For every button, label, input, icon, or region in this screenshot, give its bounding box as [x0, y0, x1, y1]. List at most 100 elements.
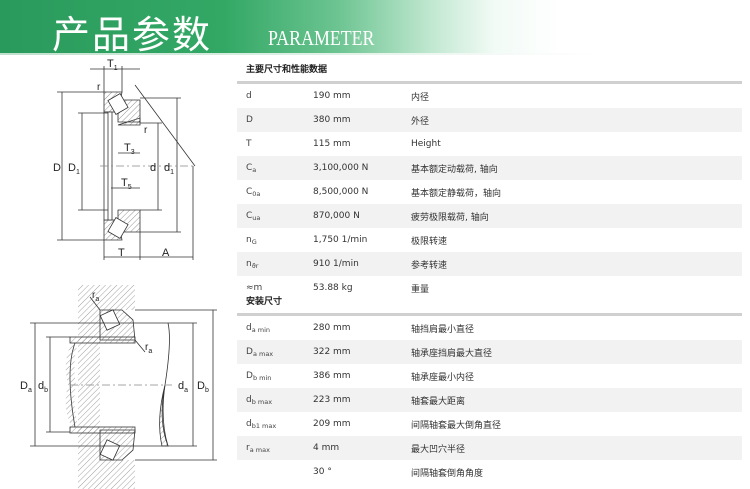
value: 8,500,000 N: [313, 187, 369, 197]
symbol: nϑr: [237, 259, 313, 270]
table-row: nϑr 910 1/min 参考转速: [237, 252, 742, 276]
value: 870,000 N: [313, 211, 360, 221]
symbol: C0a: [237, 187, 313, 198]
label-D: D: [53, 162, 61, 174]
symbol: Db min: [237, 371, 313, 382]
svg-text:D1: D1: [68, 162, 80, 176]
table-row: da min 280 mm 轴挡肩最小直径: [237, 316, 742, 340]
value: 322 mm: [313, 347, 351, 357]
svg-text:T3: T3: [124, 142, 135, 156]
page-title: 产品参数: [52, 13, 213, 57]
symbol: Ca: [237, 163, 313, 174]
label-Db: D: [197, 380, 205, 392]
label-ra: r: [145, 342, 149, 353]
label-T1-sub: 1: [114, 65, 118, 72]
value: 115 mm: [313, 139, 351, 149]
symbol-text: D: [246, 370, 253, 381]
label-ra: r: [92, 290, 96, 301]
bearing-dimension-drawing: D D1 d d1 T A T1 T3 T5 r r: [53, 58, 196, 260]
table-row: nG 1,750 1/min 极限转速: [237, 228, 742, 252]
section-title: 主要尺寸和性能数据: [246, 65, 328, 75]
table-row: T 115 mm Height: [237, 132, 742, 156]
symbol-subscript: a min: [251, 325, 271, 334]
symbol: Da max: [237, 347, 313, 358]
section-divider: [237, 313, 742, 316]
table-row: 30 ° 间隔轴套倒角角度: [237, 460, 742, 484]
symbol-subscript: G: [251, 237, 257, 246]
symbol-text: D: [246, 346, 253, 357]
symbol-text: C: [246, 210, 253, 221]
value: 386 mm: [313, 371, 351, 381]
svg-text:d1: d1: [164, 162, 174, 176]
label-D1-sub: 1: [76, 169, 80, 176]
label-T1: T: [107, 58, 114, 70]
value: 190 mm: [313, 91, 351, 101]
label-A: A: [162, 247, 170, 259]
symbol: da min: [237, 323, 313, 334]
symbol-text: d: [246, 90, 252, 101]
symbol-subscript: a max: [252, 349, 274, 358]
symbol-text: T: [246, 138, 252, 149]
symbol-text: n: [246, 234, 252, 245]
value: 209 mm: [313, 419, 351, 429]
value: 1,750 1/min: [313, 235, 368, 245]
symbol-subscript: 0a: [252, 189, 261, 198]
description: 轴套最大距离: [411, 396, 466, 407]
table-row: d 190 mm 内径: [237, 84, 742, 108]
label-Da-sub: a: [28, 387, 32, 394]
description: 轴承座挡肩最大直径: [411, 348, 493, 359]
label-T5-sub: 5: [128, 184, 132, 191]
svg-text:ra: ra: [92, 290, 99, 303]
table-row: C0a 8,500,000 N 基本额定静载荷，轴向: [237, 180, 742, 204]
description: 基本额定静载荷，轴向: [411, 188, 502, 199]
value: 280 mm: [313, 323, 351, 333]
header-banner: [0, 0, 750, 53]
svg-text:ra: ra: [145, 342, 152, 355]
table-row: Ca 3,100,000 N 基本额定动载荷, 轴向: [237, 156, 742, 180]
description: 外径: [411, 116, 430, 127]
table-row: Da max 322 mm 轴承座挡肩最大直径: [237, 340, 742, 364]
label-T5: T: [121, 177, 128, 189]
symbol: d: [237, 91, 313, 102]
svg-text:Db: Db: [197, 380, 209, 394]
label-T: T: [118, 247, 125, 259]
table-row: ra max 4 mm 最大凹穴半径: [237, 436, 742, 460]
section-divider: [237, 81, 742, 84]
description: 轴承座最小内径: [411, 372, 475, 383]
value: 4 mm: [313, 443, 340, 453]
value: 53.88 kg: [313, 283, 353, 293]
symbol-text: d: [246, 322, 252, 333]
description: 间隔轴套最大倒角直径: [411, 420, 502, 431]
value: 223 mm: [313, 395, 351, 405]
symbol-text: ≈m: [246, 282, 263, 293]
symbol: T: [237, 139, 313, 150]
symbol: ≈m: [237, 283, 313, 294]
value: 30 °: [313, 467, 332, 477]
table-row: Cua 870,000 N 疲劳极限载荷, 轴向: [237, 204, 742, 228]
symbol-subscript: b1 max: [251, 421, 277, 430]
label-ra-sub: a: [148, 348, 152, 355]
description: 疲劳极限载荷, 轴向: [411, 212, 489, 223]
label-da-sub: a: [184, 387, 188, 394]
description: 内径: [411, 92, 430, 103]
symbol-text: d: [246, 394, 252, 405]
section-title: 安装尺寸: [246, 297, 283, 307]
description: 轴挡肩最小直径: [411, 324, 475, 335]
symbol-text: C: [246, 162, 253, 173]
table-row: D 380 mm 外径: [237, 108, 742, 132]
label-d1-sub: 1: [170, 169, 174, 176]
description: Height: [411, 139, 441, 149]
value: 380 mm: [313, 115, 351, 125]
symbol: db max: [237, 395, 313, 406]
table-row: db1 max 209 mm 间隔轴套最大倒角直径: [237, 412, 742, 436]
symbol-subscript: b min: [252, 373, 272, 382]
label-r: r: [144, 125, 148, 136]
symbol-subscript: b max: [251, 397, 273, 406]
symbol-subscript: a: [252, 165, 257, 174]
value: 910 1/min: [313, 259, 359, 269]
svg-text:db: db: [38, 380, 48, 394]
symbol: ra max: [237, 443, 313, 454]
